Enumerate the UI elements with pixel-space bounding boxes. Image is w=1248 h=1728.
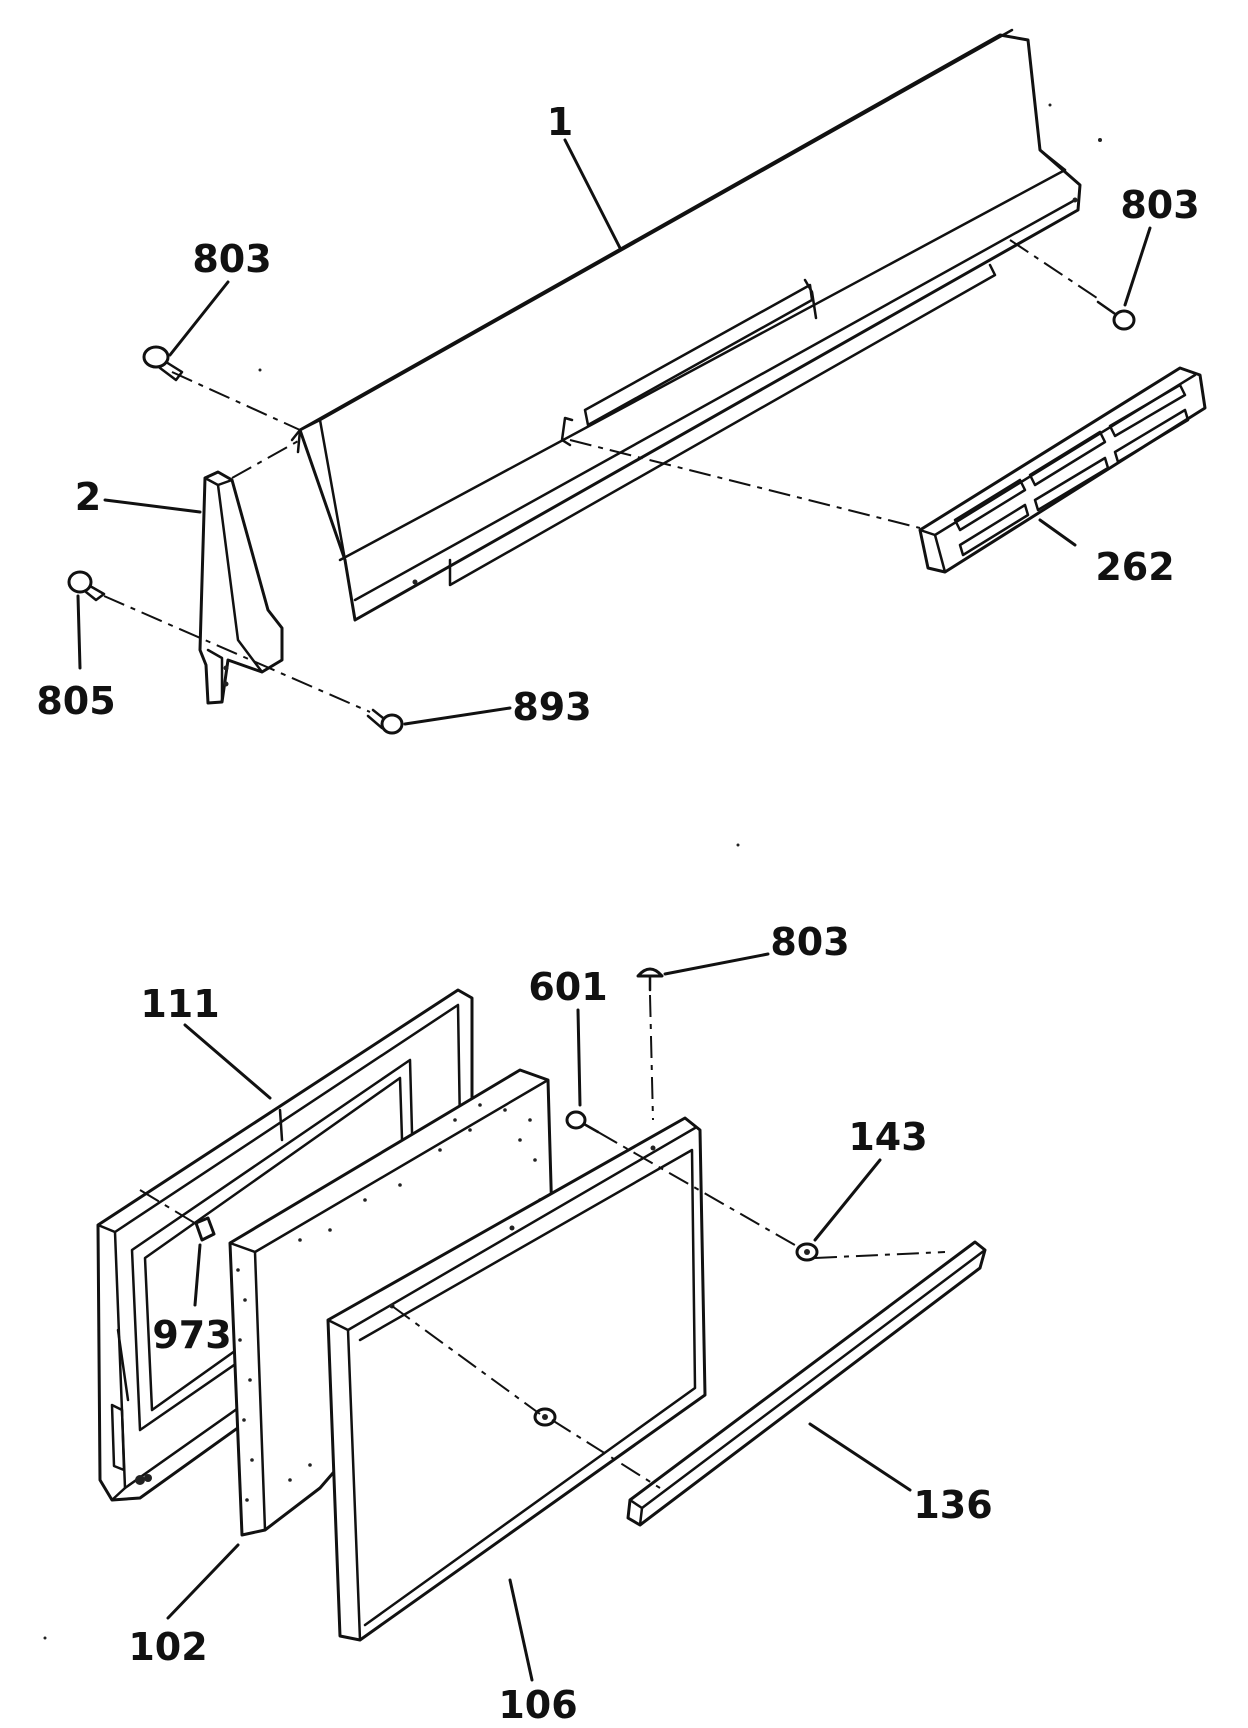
callout-803-bottom: 803 — [770, 920, 849, 964]
screw-805 — [67, 570, 106, 602]
leader-line — [403, 706, 512, 726]
leader-line — [813, 1158, 882, 1242]
spacer-143-lower — [533, 1407, 557, 1427]
handle-trim — [626, 1240, 987, 1527]
screw-803-top-left — [142, 345, 184, 382]
assembly-line — [814, 1251, 946, 1259]
leader-line — [1038, 518, 1077, 547]
assembly-line — [139, 1189, 199, 1226]
leader-line — [103, 498, 202, 514]
assembly-line — [551, 1419, 661, 1489]
leader-line — [183, 1023, 272, 1100]
callout-803-top-left: 803 — [192, 237, 271, 281]
assembly-line — [103, 595, 371, 713]
callout-803-top-right: 803 — [1120, 183, 1199, 227]
clip — [194, 1216, 216, 1242]
backguard-panel — [290, 28, 1082, 622]
scan-speck — [43, 1636, 47, 1640]
vent-grille — [918, 366, 1207, 574]
outer-door-panel — [326, 1116, 707, 1642]
leader-line — [168, 280, 230, 357]
callout-973: 973 — [152, 1313, 231, 1357]
callout-136: 136 — [913, 1483, 992, 1527]
scan-speck — [1098, 138, 1102, 142]
callout-262: 262 — [1095, 545, 1174, 589]
assembly-line — [649, 994, 654, 1121]
leader-line — [563, 138, 622, 250]
leader-line — [76, 594, 82, 670]
spacer-143 — [795, 1242, 819, 1262]
callout-1: 1 — [547, 100, 573, 144]
screw-893 — [366, 708, 404, 735]
assembly-line — [597, 1131, 801, 1249]
assembly-line — [231, 439, 301, 479]
leader-line — [576, 1008, 582, 1107]
leader-line — [193, 1243, 202, 1307]
callout-106: 106 — [498, 1683, 577, 1727]
leader-line — [1123, 226, 1152, 307]
scan-speck — [1048, 103, 1052, 107]
callout-143: 143 — [848, 1115, 927, 1159]
callout-601: 601 — [528, 965, 607, 1009]
assembly-line — [391, 1305, 541, 1415]
oven-door-assembly — [96, 952, 987, 1682]
leader-line — [508, 1578, 534, 1682]
callout-2: 2 — [75, 475, 101, 519]
callout-labels: 1 803 803 2 805 893 262 111 973 102 106 … — [36, 100, 1199, 1727]
assembly-line — [171, 371, 301, 431]
screw-803-bottom — [636, 967, 664, 992]
callout-111: 111 — [140, 982, 219, 1026]
scan-speck — [258, 368, 262, 372]
leader-line — [808, 1422, 912, 1492]
assembly-line — [569, 439, 921, 529]
backguard-assembly — [67, 28, 1207, 735]
leader-line — [663, 952, 770, 976]
screw-803-top-right — [1096, 300, 1136, 331]
scan-speck — [736, 843, 740, 847]
callout-102: 102 — [128, 1625, 207, 1669]
callout-805: 805 — [36, 679, 115, 723]
assembly-line — [1009, 239, 1101, 301]
end-bracket — [198, 470, 284, 705]
screw-601 — [565, 1110, 600, 1134]
leader-line — [166, 1543, 240, 1620]
callout-893: 893 — [512, 685, 591, 729]
